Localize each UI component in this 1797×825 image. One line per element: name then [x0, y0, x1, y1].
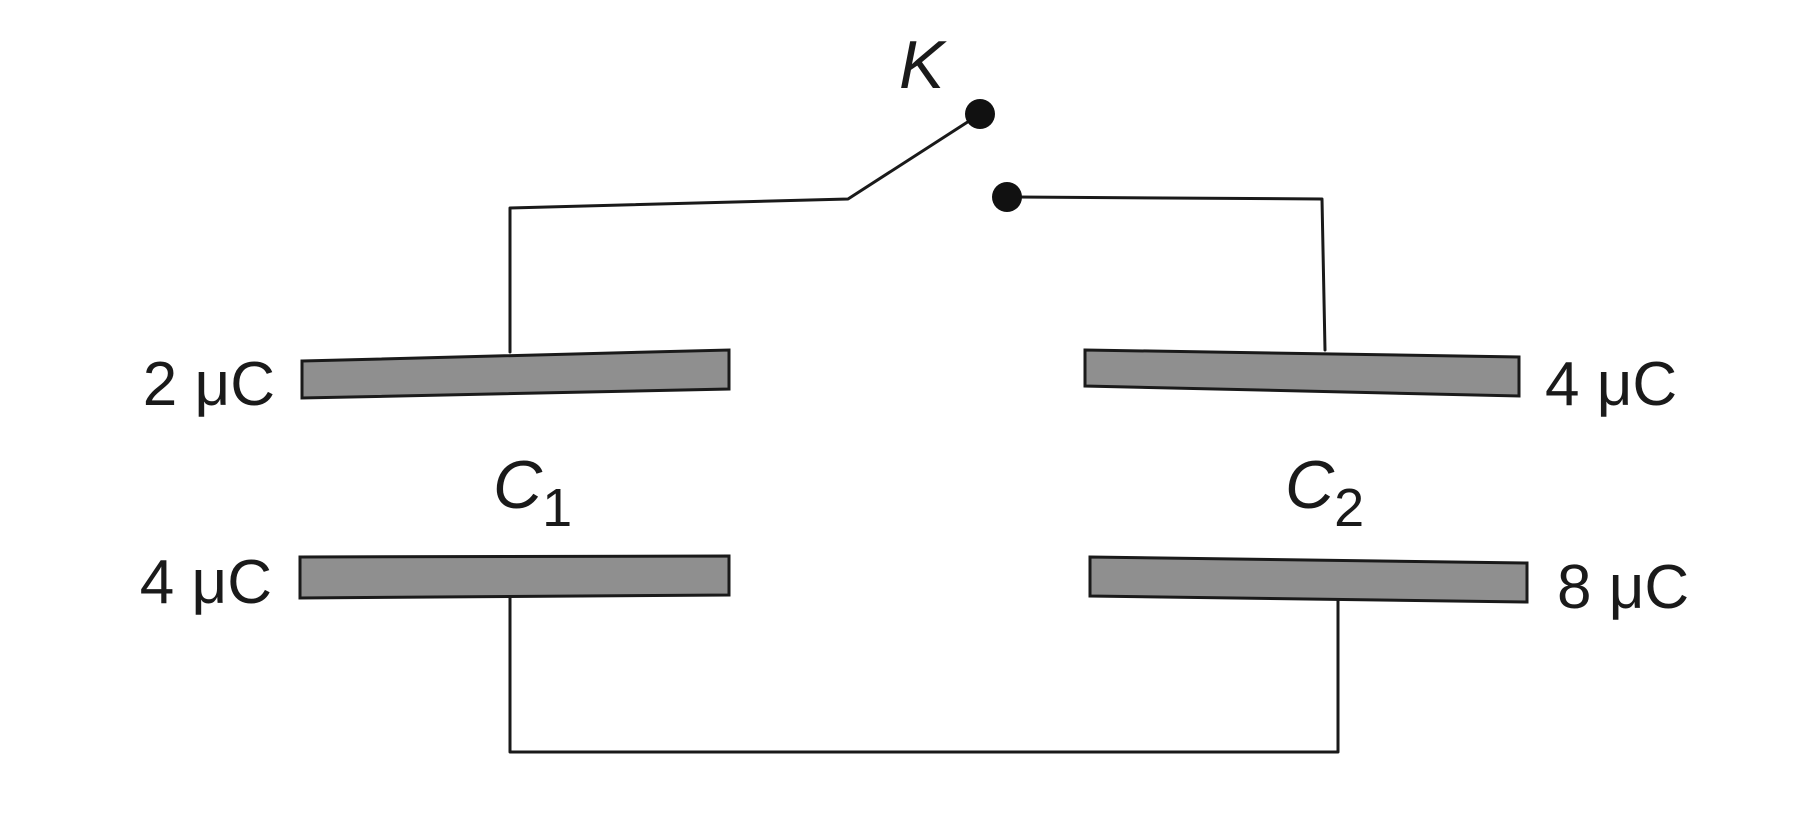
c1-top-charge-label: 2 μC [143, 350, 275, 419]
c2-top-plate [1083, 348, 1521, 398]
wire-switch-to-c2-top [1005, 195, 1327, 352]
c1-top-plate [300, 348, 731, 400]
c1-label: C1 [493, 447, 572, 538]
c1-bottom-plate [298, 554, 731, 600]
c2-bottom-plate [1088, 555, 1529, 604]
switch-blade-terminal [965, 99, 995, 129]
c2-bottom-charge-label: 8 μC [1557, 553, 1689, 622]
switch-fixed-terminal [992, 182, 1022, 212]
c1-bottom-charge-label: 4 μC [140, 548, 272, 617]
c2-label: C2 [1285, 447, 1364, 538]
wire-c1-top-to-switch [508, 112, 982, 354]
c2-top-charge-label: 4 μC [1545, 350, 1677, 419]
switch-label: K [899, 27, 947, 103]
wire-bottom-loop [508, 594, 1340, 754]
